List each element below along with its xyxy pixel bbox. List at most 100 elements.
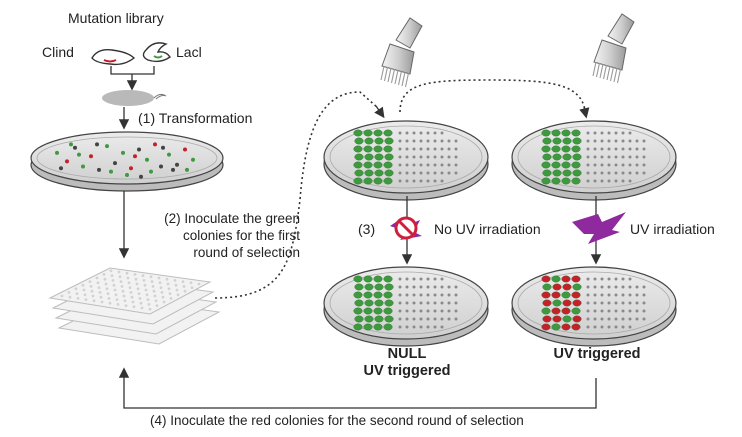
uv-lightning-icon <box>572 212 626 244</box>
well <box>100 300 104 304</box>
empty-spot <box>398 309 402 313</box>
colony <box>384 137 394 145</box>
empty-spot <box>405 285 409 289</box>
empty-spot <box>642 147 646 151</box>
well <box>117 270 121 274</box>
well <box>75 292 79 295</box>
well <box>138 297 142 300</box>
empty-spot <box>405 317 409 321</box>
well <box>169 297 173 300</box>
colony <box>55 150 59 155</box>
colony <box>129 166 133 171</box>
empty-spot <box>454 139 458 143</box>
empty-spot <box>614 155 618 159</box>
empty-spot <box>454 301 458 305</box>
well <box>160 291 164 294</box>
colony <box>552 169 562 177</box>
empty-spot <box>621 147 625 151</box>
colony <box>383 129 393 137</box>
empty-spot <box>419 309 423 313</box>
plate-inner-ring <box>36 136 218 180</box>
empty-spot <box>433 171 437 175</box>
empty-spot <box>593 139 597 143</box>
colony <box>363 161 373 169</box>
empty-spot <box>419 301 423 305</box>
well <box>81 283 85 287</box>
empty-spot <box>614 317 618 321</box>
well <box>151 285 155 288</box>
empty-spot <box>398 179 402 183</box>
colony <box>139 174 143 179</box>
colony <box>571 161 581 169</box>
empty-spot <box>600 317 604 321</box>
colony <box>363 323 373 331</box>
colony <box>384 153 394 161</box>
colony <box>571 129 581 137</box>
empty-spot <box>426 285 430 289</box>
colony <box>145 157 149 162</box>
empty-spot <box>405 155 409 159</box>
empty-spot <box>607 285 611 289</box>
empty-spot <box>628 171 632 175</box>
colony <box>354 137 364 145</box>
empty-spot <box>398 285 402 289</box>
empty-spot <box>405 179 409 183</box>
empty-spot <box>412 325 416 329</box>
transformation-plate <box>30 131 224 192</box>
well <box>98 291 102 294</box>
empty-spot <box>586 301 590 305</box>
empty-spot <box>419 277 423 281</box>
empty-spot <box>607 163 611 167</box>
colony <box>383 307 393 315</box>
empty-spot <box>440 301 444 305</box>
empty-spot <box>433 139 437 143</box>
well <box>130 295 134 299</box>
empty-spot <box>628 277 632 281</box>
colony <box>373 275 383 283</box>
diagram-title: Mutation library <box>68 10 164 26</box>
well <box>153 294 157 298</box>
empty-spot <box>586 317 590 321</box>
well <box>129 291 133 294</box>
empty-spot <box>447 309 451 313</box>
colony <box>354 299 364 307</box>
colony <box>373 145 383 153</box>
empty-spot <box>447 139 451 143</box>
colony <box>383 177 393 185</box>
well <box>189 281 193 285</box>
well <box>155 304 159 307</box>
well <box>76 297 80 300</box>
empty-spot <box>412 301 416 305</box>
colony <box>384 283 394 291</box>
empty-spot <box>614 285 618 289</box>
colony <box>572 315 582 323</box>
empty-spot <box>440 179 444 183</box>
step-inoculate-green-line: round of selection <box>193 245 300 260</box>
well <box>127 281 131 285</box>
well <box>92 299 96 303</box>
well <box>176 293 180 297</box>
empty-spot <box>454 293 458 297</box>
empty-spot <box>433 179 437 183</box>
empty-spot <box>419 179 423 183</box>
empty-spot <box>586 163 590 167</box>
empty-spot <box>419 293 423 297</box>
well <box>126 276 130 280</box>
well <box>135 282 139 286</box>
empty-spot <box>405 325 409 329</box>
empty-spot <box>593 171 597 175</box>
empty-spot <box>600 293 604 297</box>
colony <box>552 315 562 323</box>
colony <box>562 283 572 291</box>
pipette-tip <box>606 65 611 81</box>
pipette-tip <box>616 68 622 84</box>
empty-spot <box>614 171 618 175</box>
empty-spot <box>586 179 590 183</box>
empty-spot <box>412 285 416 289</box>
colony <box>364 299 374 307</box>
empty-spot <box>412 163 416 167</box>
empty-spot <box>398 317 402 321</box>
well <box>67 291 71 294</box>
empty-spot <box>586 147 590 151</box>
well <box>150 280 154 283</box>
